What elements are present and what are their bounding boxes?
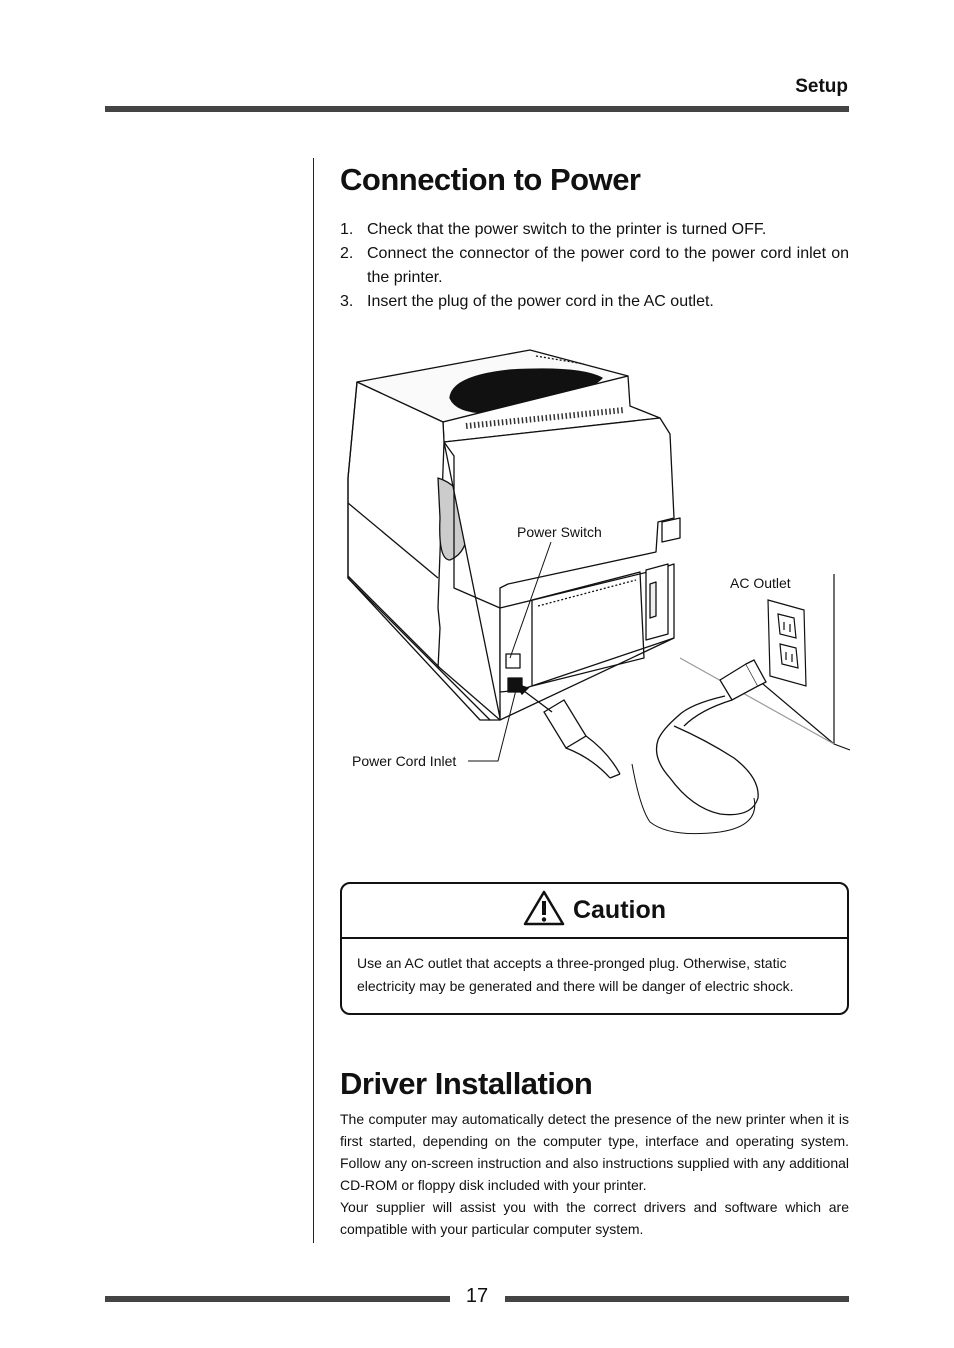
warning-triangle-icon: [523, 890, 565, 931]
step-text: Insert the plug of the power cord in the…: [367, 293, 714, 310]
step-number: 2.: [340, 245, 354, 262]
caution-box: Caution Use an AC outlet that accepts a …: [340, 882, 849, 1015]
step-text: Check that the power switch to the print…: [367, 221, 767, 238]
ac-outlet-label: AC Outlet: [730, 575, 791, 591]
caution-title: Caution: [572, 896, 667, 924]
driver-section: Driver Installation: [340, 1066, 849, 1102]
step-number: 1.: [340, 221, 354, 238]
footer-rule-left: [105, 1296, 450, 1302]
power-cord-inlet-label: Power Cord Inlet: [352, 753, 456, 769]
step-item: 1. Check that the power switch to the pr…: [340, 218, 849, 242]
section-label: Setup: [795, 76, 848, 97]
page-number: 17: [465, 1285, 489, 1307]
driver-text: The computer may automatically detect th…: [340, 1108, 849, 1240]
connection-steps: 1. Check that the power switch to the pr…: [340, 218, 849, 314]
margin-divider: [313, 158, 314, 1243]
footer-rule-right: [505, 1296, 849, 1302]
driver-paragraph: Your supplier will assist you with the c…: [340, 1199, 849, 1237]
caution-text: Use an AC outlet that accepts a three-pr…: [357, 955, 794, 994]
caution-header: Caution: [342, 884, 847, 939]
step-item: 2. Connect the connector of the power co…: [340, 242, 849, 290]
connection-title: Connection to Power: [340, 162, 641, 197]
printer-power-illustration: Power Switch AC Outlet Power Cord Inlet: [340, 338, 854, 850]
step-item: 3. Insert the plug of the power cord in …: [340, 290, 849, 314]
driver-paragraph: The computer may automatically detect th…: [340, 1111, 849, 1193]
step-text: Connect the connector of the power cord …: [367, 245, 849, 286]
step-number: 3.: [340, 293, 354, 310]
header-rule: [105, 106, 849, 112]
driver-title: Driver Installation: [340, 1066, 593, 1101]
connection-section: Connection to Power: [340, 162, 849, 198]
printer-diagram: Power Switch AC Outlet Power Cord Inlet: [347, 349, 851, 835]
power-switch-label: Power Switch: [517, 524, 602, 540]
